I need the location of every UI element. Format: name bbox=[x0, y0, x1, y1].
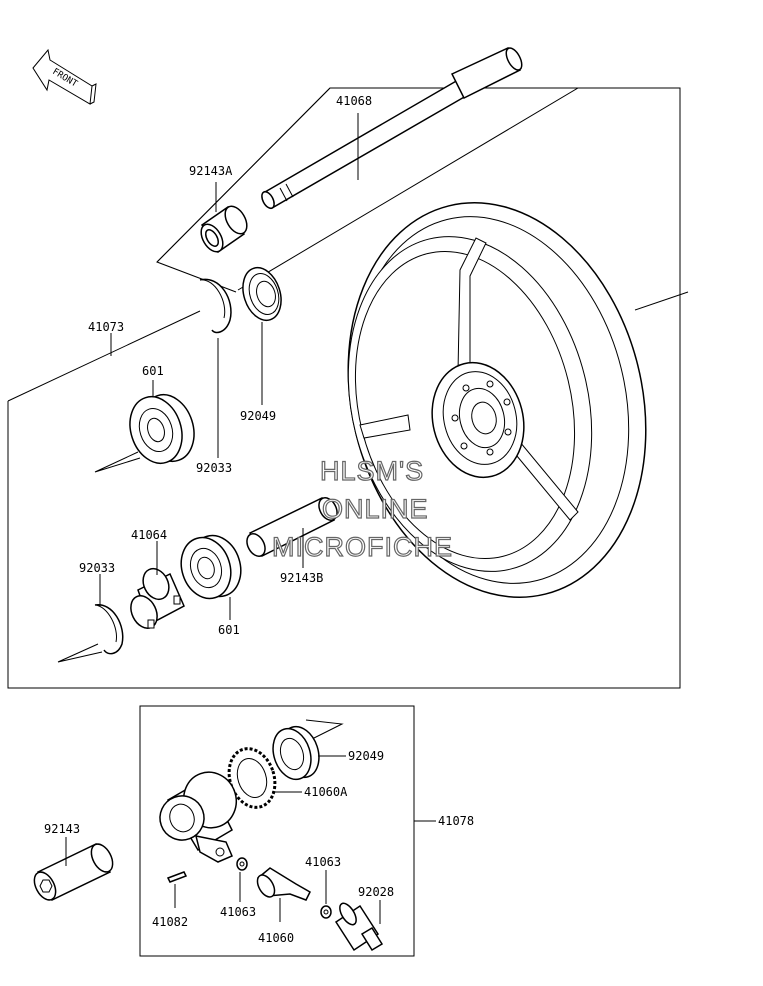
bearing-upper-guide bbox=[94, 451, 141, 473]
label-92028: 92028 bbox=[358, 885, 394, 899]
label-601-lower: 601 bbox=[218, 623, 240, 637]
speedometer-assembly-outline bbox=[139, 705, 415, 957]
label-41060a: 41060A bbox=[304, 785, 348, 799]
axle bbox=[261, 47, 523, 210]
label-92143b: 92143B bbox=[280, 571, 323, 585]
label-41082: 41082 bbox=[152, 915, 188, 929]
watermark-line-3: MICROFICHE bbox=[272, 532, 453, 562]
axle-guide-line bbox=[156, 87, 331, 263]
label-41063-lower: 41063 bbox=[220, 905, 256, 919]
watermark-line-2: ONLINE bbox=[322, 494, 429, 524]
label-41064: 41064 bbox=[131, 528, 167, 542]
label-41063-upper: 41063 bbox=[305, 855, 341, 869]
circlip-lower bbox=[94, 604, 124, 655]
label-41068: 41068 bbox=[336, 94, 372, 108]
bearing-lower bbox=[180, 534, 242, 600]
collar-a bbox=[200, 205, 248, 254]
circlip-upper bbox=[199, 278, 232, 334]
label-92143a: 92143A bbox=[189, 164, 233, 178]
gear-housing bbox=[159, 771, 237, 863]
label-92049-upper: 92049 bbox=[240, 409, 276, 423]
label-92143: 92143 bbox=[44, 822, 80, 836]
washer-lower bbox=[236, 857, 248, 871]
collar-92143 bbox=[33, 843, 114, 901]
oil-seal-upper bbox=[242, 266, 282, 322]
washer-upper bbox=[320, 905, 332, 919]
spacer-41064 bbox=[130, 567, 185, 629]
oil-seal-gearbox bbox=[272, 725, 320, 781]
front-direction-arrow-icon: FRONT bbox=[32, 48, 97, 105]
label-92033-upper: 92033 bbox=[196, 461, 232, 475]
label-41073: 41073 bbox=[88, 320, 124, 334]
label-92033-lower: 92033 bbox=[79, 561, 115, 575]
label-92049-gearbox: 92049 bbox=[348, 749, 384, 763]
collar-b bbox=[246, 497, 338, 558]
front-wheel bbox=[347, 202, 689, 598]
gearbox-guide bbox=[305, 719, 344, 741]
label-41060: 41060 bbox=[258, 931, 294, 945]
label-601-upper: 601 bbox=[142, 364, 164, 378]
pin bbox=[166, 871, 188, 883]
watermark-line-1: HLSM'S bbox=[320, 456, 424, 486]
circlip-lower-guide bbox=[57, 643, 103, 663]
pinion-shaft bbox=[256, 867, 311, 901]
watermark: HLSM'S ONLINE MICROFICHE bbox=[271, 455, 453, 562]
bearing-upper bbox=[129, 394, 195, 464]
label-41078: 41078 bbox=[438, 814, 474, 828]
bushing bbox=[334, 902, 384, 952]
drive-gear bbox=[227, 747, 277, 809]
